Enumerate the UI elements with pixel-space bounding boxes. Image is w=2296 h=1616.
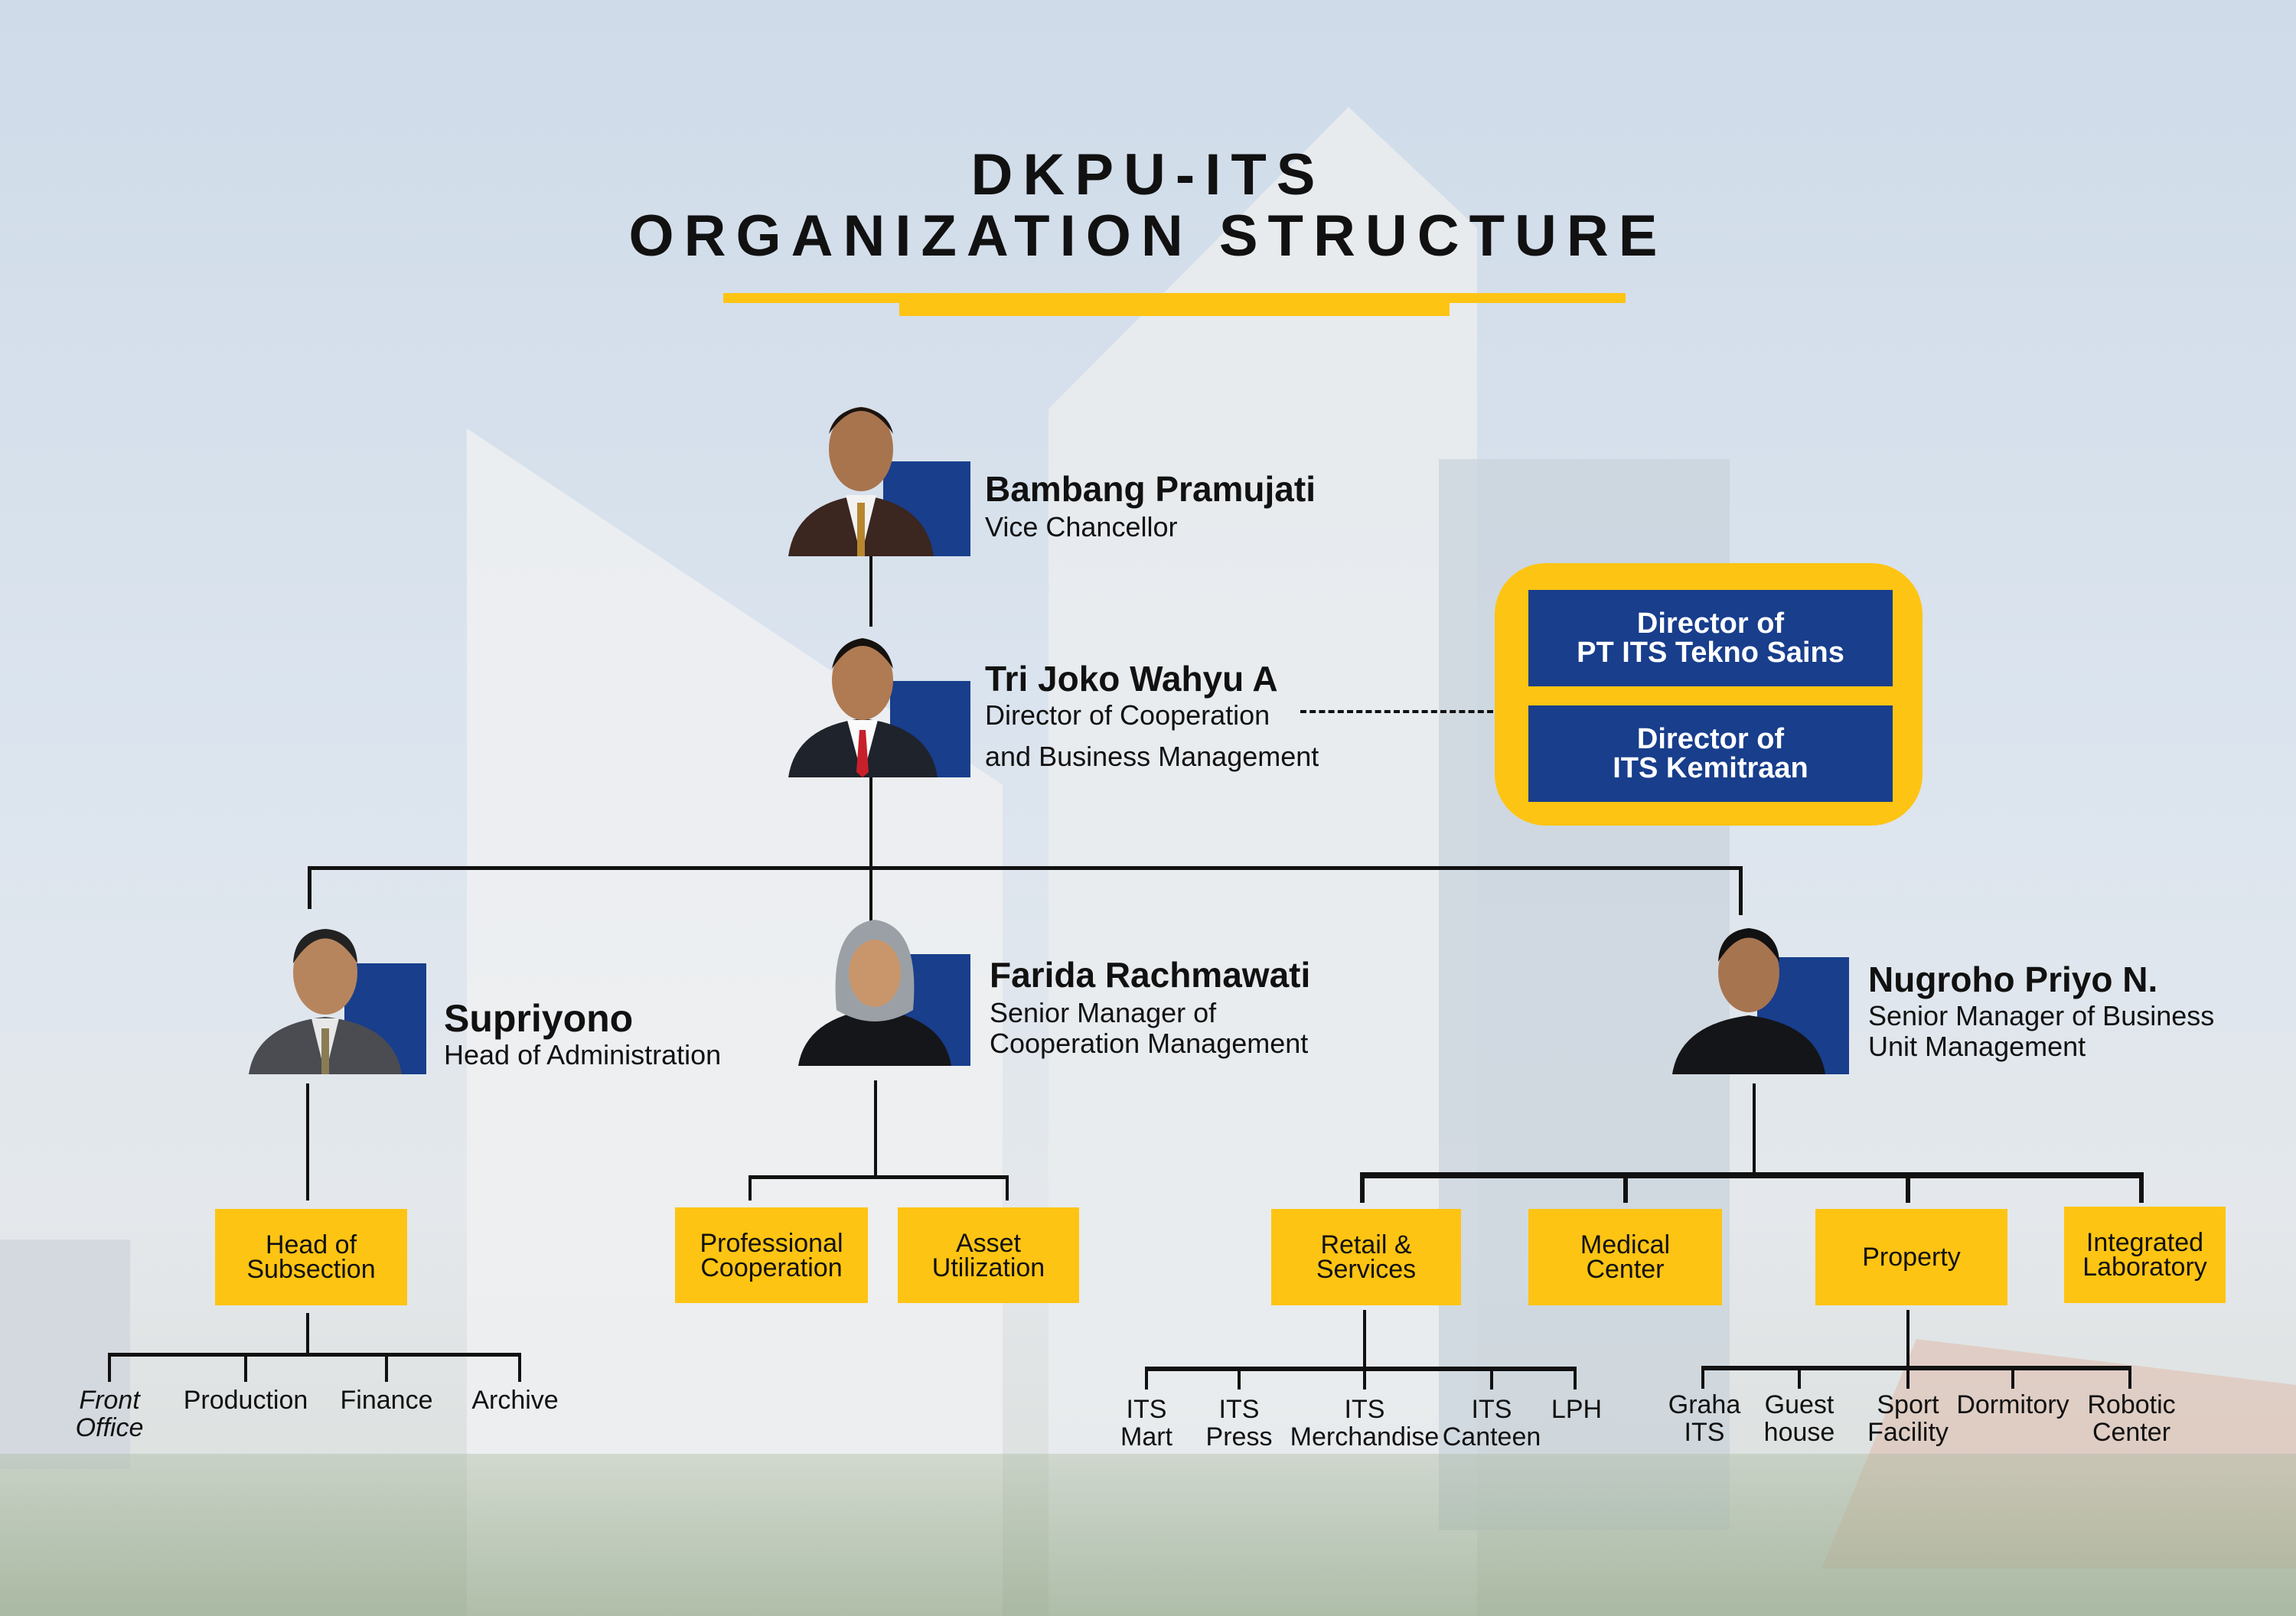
connector xyxy=(1906,1310,1910,1369)
leaf-production: Production xyxy=(183,1386,308,1415)
person-role: Vice Chancellor xyxy=(985,511,1178,542)
connector xyxy=(1574,1367,1577,1390)
connector xyxy=(748,1175,752,1201)
person-role: and Business Management xyxy=(985,741,1319,772)
connector xyxy=(306,1313,309,1354)
unit-property: Property xyxy=(1815,1209,2007,1305)
leaf-dormitory: Dormitory xyxy=(1956,1390,2069,1419)
connector xyxy=(244,1353,247,1382)
connector xyxy=(306,1083,309,1201)
unit-retail-services: Retail & Services xyxy=(1271,1209,1461,1305)
person-name: Farida Rachmawati xyxy=(990,955,1311,995)
person-name: Nugroho Priyo N. xyxy=(1868,960,2158,999)
person-role: Director of Cooperation xyxy=(985,699,1270,731)
connector xyxy=(1006,1175,1009,1201)
leaf-its-merchandise: ITS Merchandise xyxy=(1290,1395,1440,1451)
unit-label: Integrated Laboratory xyxy=(2082,1228,2207,1282)
leaf-its-mart: ITS Mart xyxy=(1120,1395,1172,1451)
connector xyxy=(1623,1172,1628,1203)
connector xyxy=(1739,866,1743,915)
leaf-guest-house: Guest house xyxy=(1763,1390,1835,1447)
title-line-1: DKPU-ITS xyxy=(970,142,1326,207)
leaf-lph: LPH xyxy=(1551,1395,1603,1424)
unit-label: Asset Utilization xyxy=(931,1228,1045,1282)
background-tower xyxy=(1049,107,1477,1616)
connector xyxy=(1906,1366,1910,1389)
connector xyxy=(748,1175,1009,1179)
dashed-connector xyxy=(1300,710,1493,713)
connector xyxy=(2139,1172,2144,1203)
portrait-photo xyxy=(788,407,934,556)
connector xyxy=(1145,1367,1577,1371)
connector xyxy=(1753,1083,1756,1175)
connector xyxy=(1238,1367,1241,1390)
portrait-photo xyxy=(788,638,938,777)
connector xyxy=(108,1353,111,1382)
connector xyxy=(1363,1367,1366,1390)
connector xyxy=(308,866,1743,870)
connector xyxy=(518,1353,521,1382)
person-role: Senior Manager of Business Unit Manageme… xyxy=(1868,1000,2215,1062)
connector xyxy=(1906,1172,1910,1203)
leaf-graha-its: Graha ITS xyxy=(1668,1390,1741,1447)
person-role: Head of Administration xyxy=(444,1039,722,1070)
unit-label: Medical Center xyxy=(1580,1230,1671,1284)
person-role: Senior Manager of Cooperation Management xyxy=(990,997,1309,1059)
person-name: Bambang Pramujati xyxy=(985,469,1316,509)
title-line-2: ORGANIZATION STRUCTURE xyxy=(628,204,1668,269)
connector xyxy=(1360,1172,1365,1203)
unit-label: Head of Subsection xyxy=(246,1230,376,1284)
connector xyxy=(385,1353,388,1382)
leaf-sport-facility: Sport Facility xyxy=(1867,1390,1949,1447)
background-trees xyxy=(0,1454,2296,1616)
leaf-front-office: Front Office xyxy=(75,1386,144,1442)
connector xyxy=(2128,1366,2131,1389)
unit-label: Professional Cooperation xyxy=(700,1228,843,1282)
connector xyxy=(108,1353,521,1357)
leaf-its-canteen: ITS Canteen xyxy=(1442,1395,1541,1451)
unit-integrated-laboratory: Integrated Laboratory xyxy=(2064,1207,2226,1303)
connector xyxy=(2011,1366,2014,1389)
person-name: Tri Joko Wahyu A xyxy=(985,659,1278,699)
leaf-robotic-center: Robotic Center xyxy=(2087,1390,2176,1447)
portrait-photo xyxy=(798,920,951,1066)
affiliate-box: Director of ITS Kemitraan xyxy=(1528,705,1893,802)
connector xyxy=(1490,1367,1493,1390)
unit-medical-center: Medical Center xyxy=(1528,1209,1722,1305)
connector xyxy=(869,556,872,627)
connector xyxy=(1363,1310,1366,1369)
title-underline-thick xyxy=(899,293,1450,316)
connector xyxy=(1701,1366,2131,1370)
unit-label: Property xyxy=(1862,1243,1961,1272)
unit-head-of-subsection: Head of Subsection xyxy=(215,1209,407,1305)
person-name: Supriyono xyxy=(444,997,634,1040)
leaf-archive: Archive xyxy=(471,1386,559,1415)
affiliate-box: Director of PT ITS Tekno Sains xyxy=(1528,590,1893,686)
unit-label: Retail & Services xyxy=(1316,1230,1417,1284)
connector xyxy=(869,777,872,953)
portrait-photo xyxy=(249,929,402,1074)
connector xyxy=(308,866,311,909)
connector xyxy=(1701,1366,1704,1389)
connector xyxy=(1360,1172,2144,1178)
leaf-its-press: ITS Press xyxy=(1205,1395,1273,1451)
portrait-photo xyxy=(1672,928,1825,1074)
leaf-finance: Finance xyxy=(340,1386,433,1415)
unit-professional-cooperation: Professional Cooperation xyxy=(675,1207,868,1303)
unit-asset-utilization: Asset Utilization xyxy=(898,1207,1079,1303)
connector xyxy=(1798,1366,1801,1389)
connector xyxy=(1145,1367,1148,1390)
connector xyxy=(874,1080,877,1177)
